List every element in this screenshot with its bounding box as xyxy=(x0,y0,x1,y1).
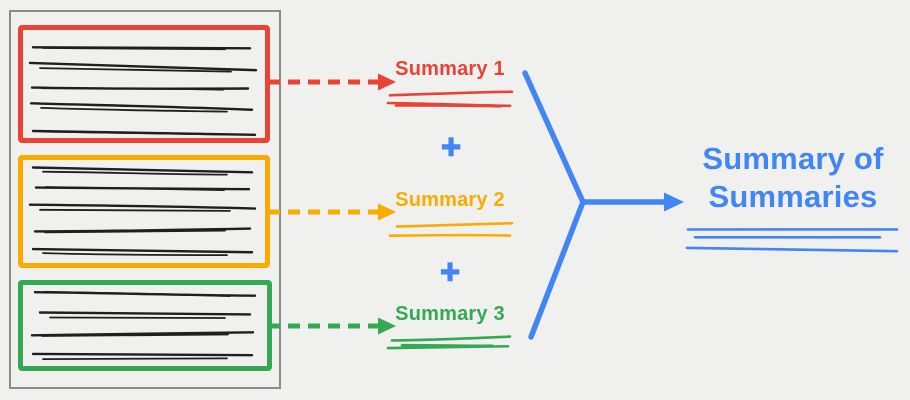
document-chunk-orange xyxy=(18,155,270,268)
summary-1-label: Summary 1 xyxy=(395,58,505,80)
summary-of-summaries-title: Summary of Summaries xyxy=(688,140,898,216)
plus-operator-2: + xyxy=(439,253,460,291)
source-document xyxy=(9,10,281,389)
summary-2-label: Summary 2 xyxy=(395,189,505,211)
document-chunk-red xyxy=(18,25,270,143)
title-line-1: Summary of xyxy=(702,141,884,176)
title-line-2: Summaries xyxy=(708,179,878,214)
plus-operator-1: + xyxy=(440,128,461,166)
summary-3-label: Summary 3 xyxy=(395,303,505,325)
document-chunk-green xyxy=(18,280,272,371)
